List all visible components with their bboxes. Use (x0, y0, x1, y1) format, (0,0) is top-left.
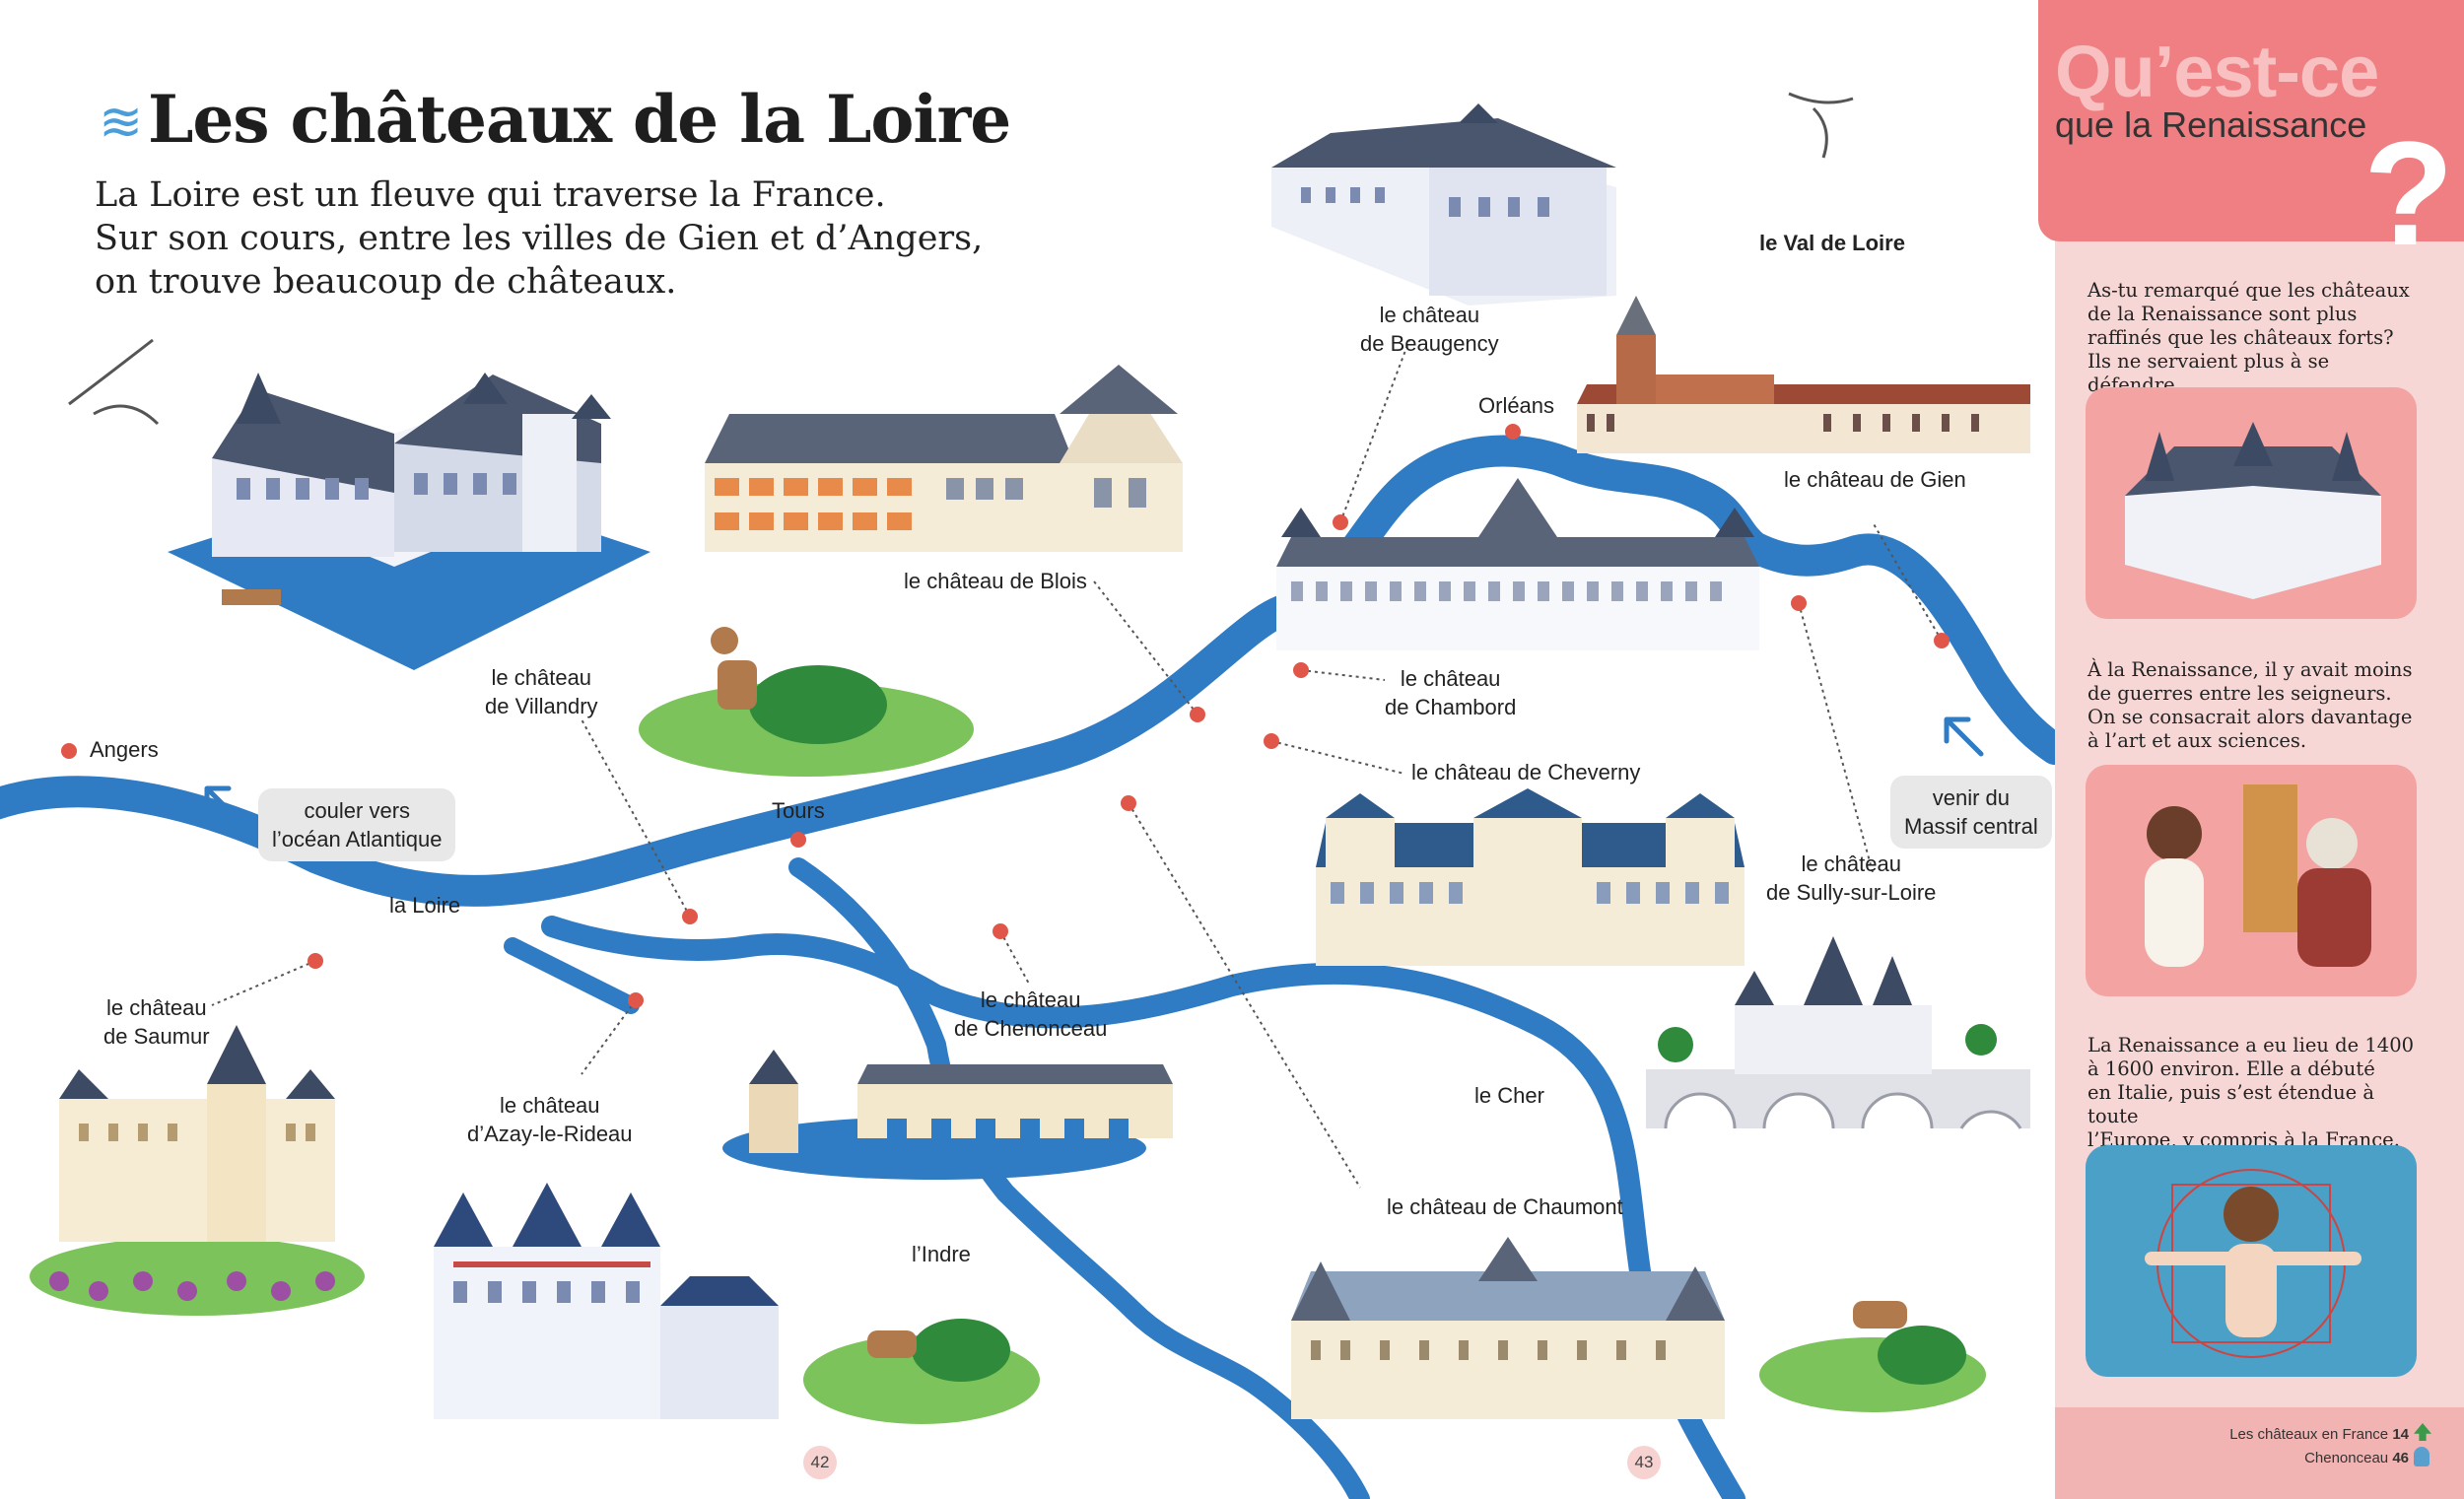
sidebar-paragraph-3: La Renaissance a eu lieu de 1400 à 1600 … (2088, 1034, 2423, 1152)
para-line: de la Renaissance sont plus (2088, 303, 2358, 325)
flow-arrows (204, 716, 1984, 826)
ref-link-chenonceau[interactable]: Chenonceau 46 (2304, 1450, 2409, 1466)
para-line: raffinés que les châteaux forts? (2088, 326, 2394, 349)
sidebar-heading: Qu’est-ce (2055, 31, 2379, 112)
sidebar-paragraph-2: À la Renaissance, il y avait moins de gu… (2088, 658, 2423, 753)
label-chenonceau: le château de Chenonceau (954, 986, 1107, 1043)
bushes (749, 665, 1966, 1385)
label-loire: la Loire (389, 893, 461, 918)
page-number-right: 43 (1627, 1446, 1661, 1479)
label-blois: le château de Blois (904, 569, 1087, 593)
para-line: À la Renaissance, il y avait moins (2088, 658, 2413, 681)
box-line: couler vers (304, 798, 411, 823)
intro-text: La Loire est un fleuve qui traverse la F… (95, 173, 983, 304)
ref-page: 14 (2392, 1426, 2409, 1443)
castle-blois-illustration (705, 365, 1183, 552)
ref-label: Chenonceau (2304, 1450, 2389, 1466)
label-cheverny: le château de Cheverny (1411, 760, 1641, 784)
castle-icon (2125, 422, 2381, 599)
label-indre: l’Indre (912, 1242, 971, 1266)
painter-icon (2145, 784, 2371, 967)
label-beaugency: le château de Beaugency (1360, 301, 1499, 358)
leader-lines (211, 339, 1943, 1189)
label-cher: le Cher (1474, 1083, 1544, 1108)
deer-illustrations (711, 627, 1907, 1358)
flow-box-massif: venir du Massif central (1890, 776, 2052, 849)
castle-sully-illustration (1646, 936, 2030, 1129)
castle-azay-illustration (434, 1183, 779, 1419)
castle-villandry-illustration (212, 373, 611, 605)
vitruvian-man-icon (2145, 1169, 2361, 1358)
label-angers: Angers (90, 737, 159, 762)
ref-link-chateaux[interactable]: Les châteaux en France 14 (2229, 1426, 2409, 1443)
label-line: le château (106, 995, 207, 1020)
wave-icon: ≋ (99, 91, 144, 153)
castle-chenonceau-illustration (749, 1050, 1173, 1153)
box-line: venir du (1932, 785, 2010, 810)
ref-page: 46 (2392, 1450, 2409, 1466)
label-chambord: le château de Chambord (1385, 664, 1516, 721)
page-number-left: 42 (803, 1446, 837, 1479)
label-line: le château (1379, 303, 1480, 327)
person-icon (2414, 1447, 2430, 1466)
location-dots (61, 424, 1950, 1008)
page-title: Les châteaux de la Loire (148, 81, 1011, 158)
flow-box-ocean: couler vers l’océan Atlantique (258, 788, 456, 861)
question-mark-icon: ? (2363, 110, 2454, 276)
castle-chaumont-illustration (1291, 1237, 1725, 1419)
castle-cheverny-illustration (1316, 788, 1745, 966)
para-line: à 1600 environ. Elle a débuté (2088, 1057, 2375, 1080)
label-line: de Beaugency (1360, 331, 1499, 356)
box-line: Massif central (1904, 814, 2038, 839)
renaissance-castle-image (2086, 387, 2417, 619)
painter-mona-lisa-image (2086, 765, 2417, 996)
label-sully: le château de Sully-sur-Loire (1766, 850, 1936, 907)
label-line: le château (491, 665, 592, 690)
box-line: l’océan Atlantique (272, 827, 443, 852)
label-tours: Tours (772, 798, 825, 823)
para-line: à l’art et aux sciences. (2088, 729, 2307, 752)
label-gien: le château de Gien (1784, 467, 1966, 492)
label-line: d’Azay-le-Rideau (467, 1122, 633, 1146)
label-azay: le château d’Azay-le-Rideau (467, 1091, 633, 1148)
label-line: de Saumur (103, 1024, 210, 1049)
intro-line: La Loire est un fleuve qui traverse la F… (95, 175, 886, 215)
para-line: As-tu remarqué que les châteaux (2088, 279, 2410, 302)
sidebar-paragraph-1: As-tu remarqué que les châteaux de la Re… (2088, 279, 2423, 397)
label-line: le château (980, 988, 1081, 1012)
para-line: de guerres entre les seigneurs. (2088, 682, 2392, 705)
label-villandry: le château de Villandry (485, 663, 598, 720)
bird-illustrations (68, 92, 1854, 426)
para-line: en Italie, puis s’est étendue à toute (2088, 1081, 2375, 1127)
intro-line: Sur son cours, entre les villes de Gien … (95, 219, 984, 258)
label-line: le château (500, 1093, 600, 1118)
label-line: de Sully-sur-Loire (1766, 880, 1937, 905)
castle-chambord-illustration (1276, 478, 1759, 650)
label-line: de Chenonceau (954, 1016, 1108, 1041)
sidebar-footer (2055, 1407, 2464, 1499)
label-line: de Chambord (1385, 695, 1517, 719)
vitruvian-image (2086, 1145, 2417, 1377)
label-line: le château (1400, 666, 1501, 691)
intro-line: on trouve beaucoup de châteaux. (95, 262, 677, 302)
para-line: On se consacrait alors davantage (2088, 706, 2413, 728)
sidebar-header-bg (2038, 0, 2464, 241)
para-line: La Renaissance a eu lieu de 1400 (2088, 1034, 2415, 1056)
label-line: le château (1801, 852, 1901, 876)
ref-label: Les châteaux en France (2229, 1426, 2389, 1443)
sidebar-subheading: que la Renaissance (2055, 104, 2367, 145)
castle-saumur-illustration (49, 1025, 335, 1301)
label-val-de-loire: le Val de Loire (1759, 231, 1905, 255)
label-saumur: le château de Saumur (103, 993, 210, 1051)
loire-map (0, 92, 2055, 1499)
label-orleans: Orléans (1478, 393, 1555, 418)
castle-beaugency-illustration (1271, 103, 1616, 306)
label-line: de Villandry (485, 694, 598, 718)
label-chaumont: le château de Chaumont (1387, 1194, 1623, 1219)
castle-gien-illustration (1577, 296, 2030, 453)
